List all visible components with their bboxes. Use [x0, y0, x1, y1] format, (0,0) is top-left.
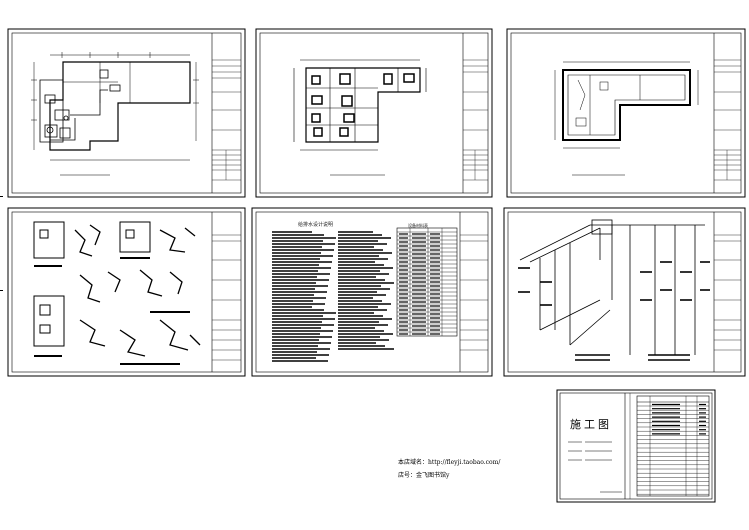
design-notes-title: 给排水设计说明 [298, 222, 334, 228]
cover-title: 施工图 [570, 418, 612, 431]
design-notes-text-lines [272, 231, 394, 362]
equipment-table-rows [397, 231, 457, 335]
edge-mark [0, 196, 3, 197]
sheet-4-detail-drawings [7, 207, 246, 377]
shop-website-text: 本店域名：http://fleyji.taobao.com/ [398, 459, 501, 466]
sheet-6-riser-diagram [503, 207, 746, 377]
equipment-table-title: 设备材料表 [408, 223, 428, 228]
drawing-index-rows [637, 403, 709, 495]
cover-sheet [556, 389, 716, 503]
sheet-2-upper-floor-plan [255, 28, 493, 198]
sheet-1-floor-plan [7, 28, 246, 198]
edge-mark [0, 290, 3, 291]
sheet-5-design-notes [251, 207, 493, 377]
shop-number-text: 店号：金飞图书馆y [398, 472, 450, 479]
sheet-3-roof-plan [506, 28, 746, 198]
